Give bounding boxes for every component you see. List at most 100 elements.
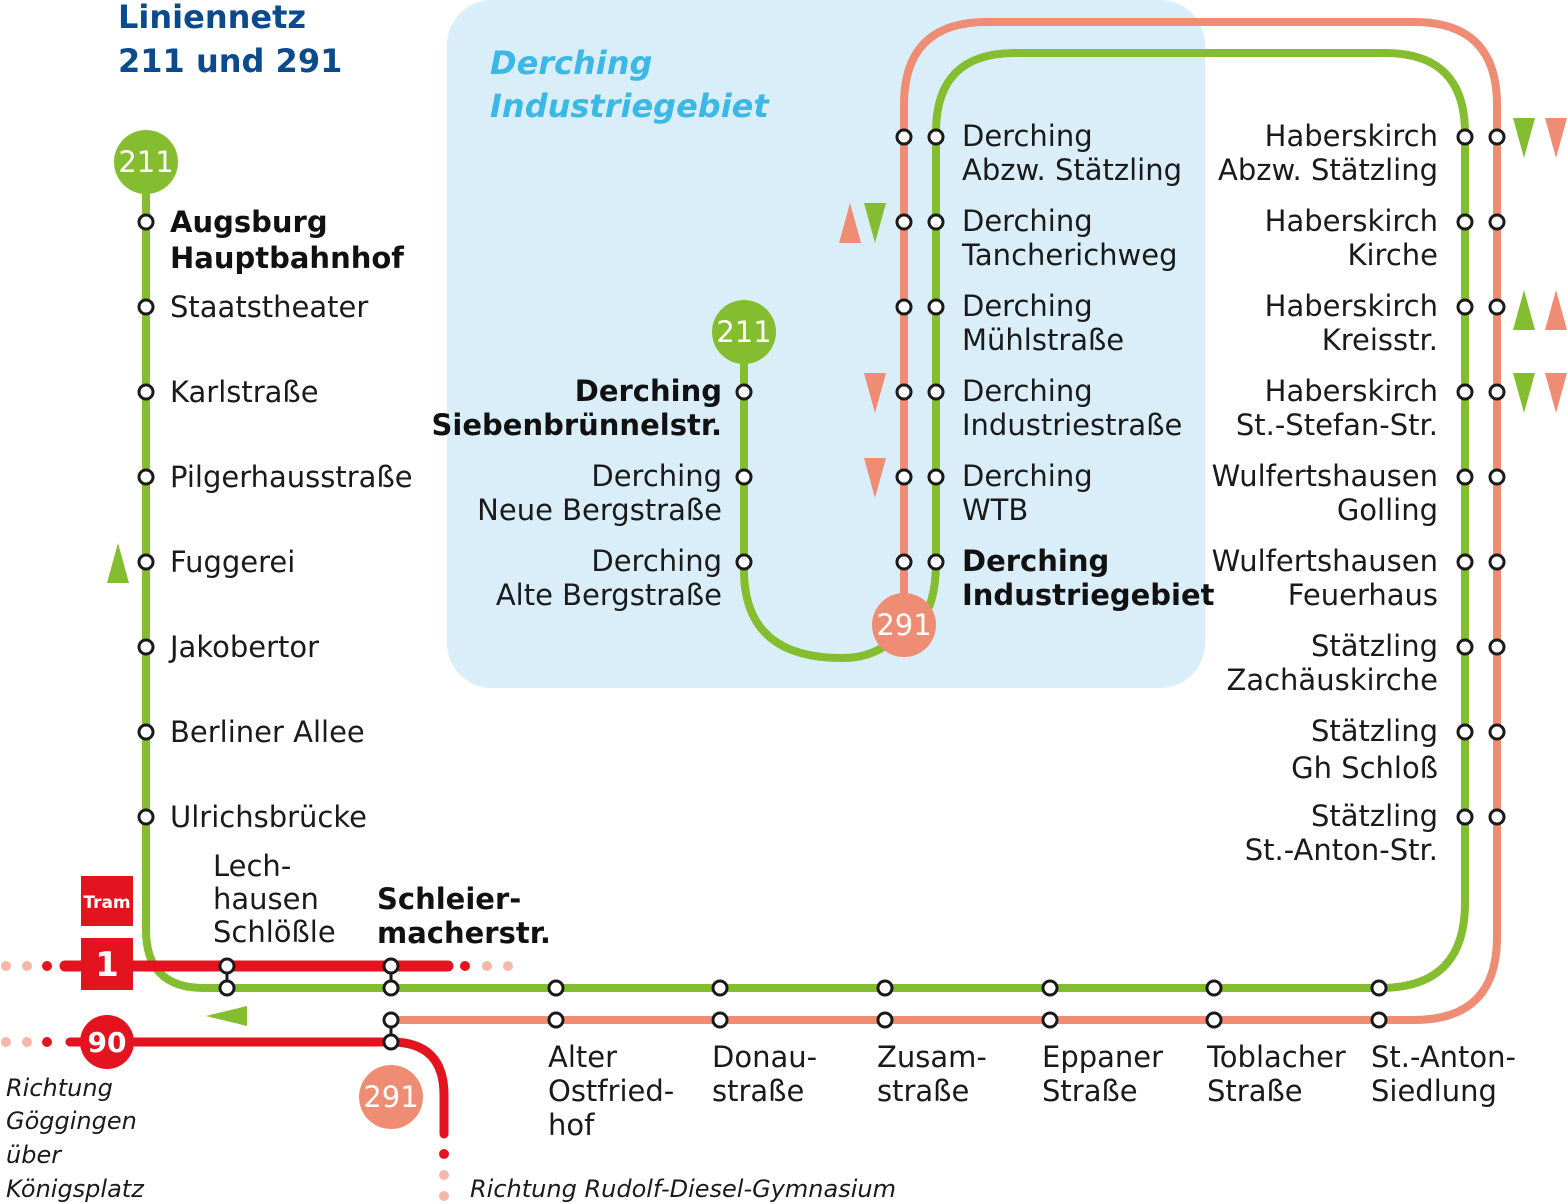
zone-title-line1: Derching — [490, 44, 652, 82]
transfer-connectors — [225, 968, 393, 1040]
stop-label: Alte Bergstraße — [496, 578, 722, 612]
svg-text:291: 291 — [363, 1080, 418, 1114]
stop-label: Eppaner — [1042, 1040, 1163, 1074]
stop-marker — [137, 383, 155, 401]
stop-label: Stätzling — [1311, 629, 1438, 663]
stop-label: Derching — [962, 289, 1093, 323]
stop-marker — [895, 213, 913, 231]
stop-marker — [876, 979, 894, 997]
stop-marker — [382, 957, 400, 975]
stop-marker — [137, 213, 155, 231]
stop-label: Staatstheater — [170, 290, 368, 324]
stop-label: WTB — [962, 493, 1028, 527]
stop-label: Industriestraße — [962, 408, 1182, 442]
stop-label: hausen — [213, 882, 319, 916]
stop-label: Wulfertshausen — [1212, 544, 1438, 578]
stop-label: Ulrichsbrücke — [170, 800, 367, 834]
stop-label: St.-Stefan-Str. — [1236, 408, 1438, 442]
stop-marker — [711, 1011, 729, 1029]
stop-label: St.-Anton-Str. — [1245, 833, 1438, 867]
stop-marker — [1456, 383, 1474, 401]
stop-label: Lech- — [213, 849, 291, 883]
stop-marker — [1205, 979, 1223, 997]
tram-label-badge: Tram — [81, 876, 133, 926]
stop-label: Augsburg — [170, 205, 328, 239]
stop-label: St.-Anton- — [1371, 1040, 1516, 1074]
stop-marker — [1456, 298, 1474, 316]
stop-marker — [137, 298, 155, 316]
line-291-badge-derching: 291 — [872, 593, 936, 657]
stop-marker — [1456, 723, 1474, 741]
stop-label: Golling — [1337, 493, 1438, 527]
stop-marker — [1488, 128, 1506, 146]
stop-marker — [137, 638, 155, 656]
stop-marker — [1456, 808, 1474, 826]
stop-marker — [927, 213, 945, 231]
stop-label: straße — [877, 1074, 969, 1108]
stop-marker — [895, 468, 913, 486]
stop-label: hof — [548, 1108, 595, 1142]
stop-marker — [1456, 213, 1474, 231]
stop-marker — [927, 383, 945, 401]
stop-marker — [137, 723, 155, 741]
stop-marker — [1456, 128, 1474, 146]
tram-1-badge: 1 — [81, 938, 133, 990]
stop-label: Haberskirch — [1265, 119, 1438, 153]
arrow-left-icon — [206, 1006, 247, 1026]
stop-label: Siebenbrünnelstr. — [432, 408, 722, 442]
stop-label: Ostfried- — [548, 1074, 674, 1108]
stop-markers — [137, 128, 1506, 1051]
stop-marker — [137, 808, 155, 826]
stop-label: Karlstraße — [170, 375, 319, 409]
arrow-up-icon — [1513, 290, 1535, 330]
stop-label: Derching — [962, 374, 1093, 408]
arrow-down-icon — [1545, 373, 1567, 413]
arrow-up-icon — [839, 203, 861, 243]
stop-marker — [1488, 723, 1506, 741]
stop-marker — [1488, 808, 1506, 826]
stop-label: Derching — [962, 459, 1093, 493]
stop-label: Haberskirch — [1265, 289, 1438, 323]
route-211-line — [142, 49, 1469, 992]
route-291-line — [391, 18, 1501, 1024]
stop-marker — [137, 553, 155, 571]
stop-label: Abzw. Stätzling — [962, 153, 1182, 187]
stop-marker — [735, 553, 753, 571]
stop-label: Donau- — [712, 1040, 817, 1074]
svg-text:90: 90 — [88, 1026, 127, 1059]
stop-label: Schlößle — [213, 915, 336, 949]
stop-label: Stätzling — [1311, 799, 1438, 833]
svg-text:291: 291 — [876, 608, 931, 642]
stop-label: Wulfertshausen — [1212, 459, 1438, 493]
stop-label: Berliner Allee — [170, 715, 365, 749]
stop-label: Kirche — [1347, 238, 1438, 272]
svg-text:1: 1 — [95, 945, 119, 985]
bus-90-badge: 90 — [80, 1015, 134, 1069]
stop-label: Jakobertor — [168, 630, 319, 664]
stop-label: Zusam- — [877, 1040, 987, 1074]
stop-marker — [735, 468, 753, 486]
arrow-down-icon — [1513, 118, 1535, 158]
stop-label: Abzw. Stätzling — [1218, 153, 1438, 187]
stop-label: Hauptbahnhof — [170, 241, 404, 275]
stop-marker — [1488, 553, 1506, 571]
stop-label: macherstr. — [377, 916, 551, 950]
stop-label: Derching — [575, 374, 722, 408]
stop-label: Zachäuskirche — [1226, 663, 1438, 697]
stop-marker — [1456, 553, 1474, 571]
stop-label: Mühlstraße — [962, 323, 1124, 357]
arrow-down-icon — [864, 203, 886, 243]
stop-marker — [876, 1011, 894, 1029]
stop-marker — [1456, 638, 1474, 656]
line-211-badge-branch: 211 — [712, 300, 776, 364]
stop-marker — [895, 553, 913, 571]
stop-marker — [895, 128, 913, 146]
line-211-badge-start: 211 — [114, 130, 178, 194]
stop-marker — [1456, 468, 1474, 486]
stop-marker — [218, 979, 236, 997]
stop-label: Straße — [1042, 1074, 1138, 1108]
stop-marker — [1041, 1011, 1059, 1029]
stop-label: Schleier- — [377, 882, 521, 916]
stop-label: Derching — [962, 544, 1109, 578]
stop-label: Gh Schloß — [1291, 751, 1438, 785]
